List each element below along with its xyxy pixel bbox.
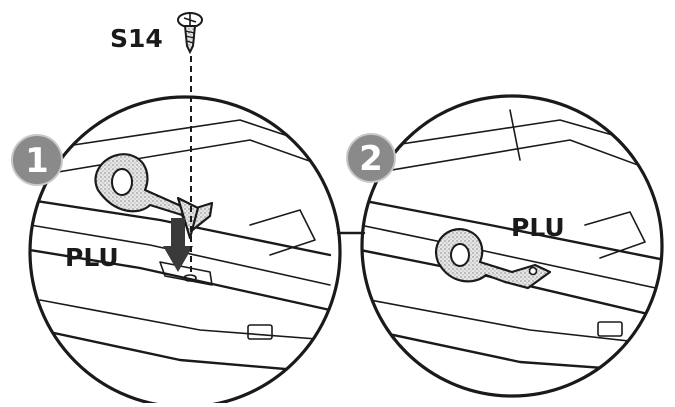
ground-lug-1 bbox=[94, 153, 214, 240]
step-1-magnifier bbox=[28, 95, 342, 407]
step-2-magnifier bbox=[360, 94, 664, 398]
screw-callout: S14 bbox=[110, 12, 203, 272]
step-2-label: PLU bbox=[511, 213, 565, 242]
step-1-label: PLU bbox=[65, 243, 119, 272]
screw-label: S14 bbox=[110, 24, 163, 53]
ground-lug-2 bbox=[435, 228, 552, 290]
step-1-badge: 1 bbox=[11, 134, 63, 186]
screw-icon bbox=[177, 12, 203, 55]
insert-arrow bbox=[163, 218, 193, 272]
step-1-number: 1 bbox=[25, 141, 49, 181]
step-2-number: 2 bbox=[359, 139, 383, 179]
step-2-detail: 2 PLU bbox=[346, 94, 664, 398]
step-1-detail: 1 PLU bbox=[11, 95, 342, 407]
step-2-badge: 2 bbox=[346, 133, 396, 183]
